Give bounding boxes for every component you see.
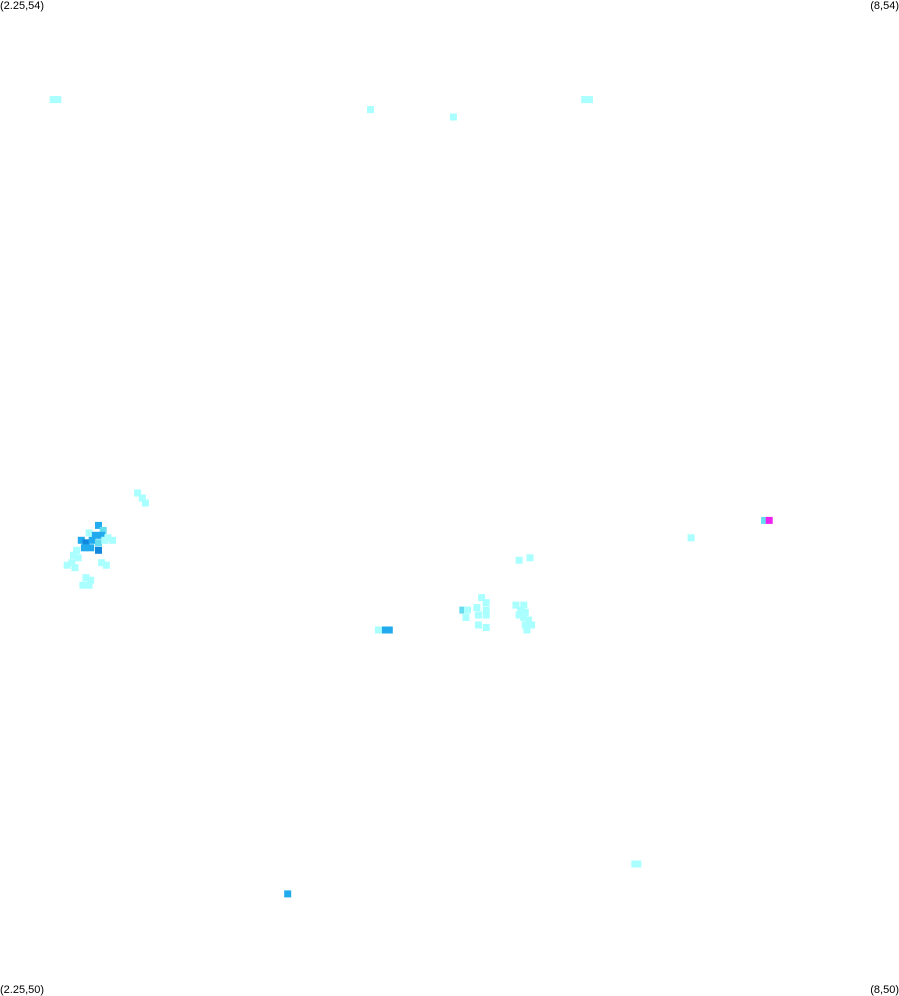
density-cell (85, 581, 93, 589)
density-cell (109, 536, 117, 544)
density-cell (70, 551, 77, 559)
density-cell (71, 564, 79, 572)
density-cell (138, 494, 146, 502)
density-cell (54, 96, 62, 104)
density-cell (521, 609, 529, 616)
density-cell (462, 614, 470, 621)
density-cell (80, 544, 88, 552)
density-cell (87, 576, 95, 584)
density-cell (482, 599, 490, 607)
density-cell (520, 614, 528, 621)
density-cell (517, 606, 525, 614)
density-cell (520, 601, 528, 609)
corner-label-top-right: (8,54) (870, 0, 899, 12)
density-cell (95, 546, 102, 554)
density-cell (284, 890, 292, 898)
density-cell (449, 113, 457, 121)
density-cell (581, 96, 589, 104)
density-cell (102, 561, 110, 569)
density-cell (482, 624, 490, 631)
density-cell (474, 611, 482, 619)
density-cell (459, 606, 467, 614)
density-cell (74, 554, 82, 562)
density-cell (765, 516, 773, 524)
density-cell (87, 544, 95, 552)
density-cell (379, 626, 387, 634)
density-cell (515, 611, 523, 619)
density-cell (95, 539, 102, 547)
density-cell (98, 531, 106, 539)
density-cell (99, 526, 107, 534)
density-cell (63, 561, 71, 569)
density-cell (98, 559, 106, 567)
density-cell (687, 534, 695, 542)
density-cell (367, 106, 374, 114)
density-cell (134, 489, 142, 497)
density-cell (68, 559, 76, 567)
density-cell (474, 621, 482, 629)
density-cell (478, 594, 486, 602)
density-cell (525, 616, 532, 624)
corner-label-bottom-right: (8,50) (870, 984, 899, 996)
density-cell (91, 531, 99, 539)
density-cell (73, 546, 81, 554)
density-cell (82, 539, 90, 547)
density-cells-layer (49, 96, 773, 898)
corner-label-bottom-left: (2.25,50) (0, 984, 45, 996)
corner-label-top-left: (2.25,54) (0, 0, 45, 12)
density-cell (515, 556, 523, 564)
density-cell (101, 536, 109, 544)
density-cell (85, 529, 93, 537)
density-cell (482, 611, 490, 619)
density-cell (95, 521, 102, 529)
density-cell (512, 601, 520, 609)
density-cell (585, 96, 593, 104)
density-cell (523, 626, 531, 634)
density-cell (634, 860, 642, 868)
density-cell (49, 96, 57, 104)
density-cell (374, 626, 382, 634)
density-cell (528, 621, 536, 629)
density-cell (385, 626, 393, 634)
density-cell (88, 536, 96, 544)
density-cell (526, 554, 534, 562)
density-cell (82, 574, 90, 582)
density-cell (77, 536, 85, 544)
density-cell (761, 516, 768, 524)
density-cell (473, 604, 481, 612)
density-cell (141, 499, 149, 507)
density-cell (482, 606, 490, 614)
density-cell (521, 621, 529, 629)
density-cell (464, 606, 471, 614)
density-cell (79, 581, 87, 589)
